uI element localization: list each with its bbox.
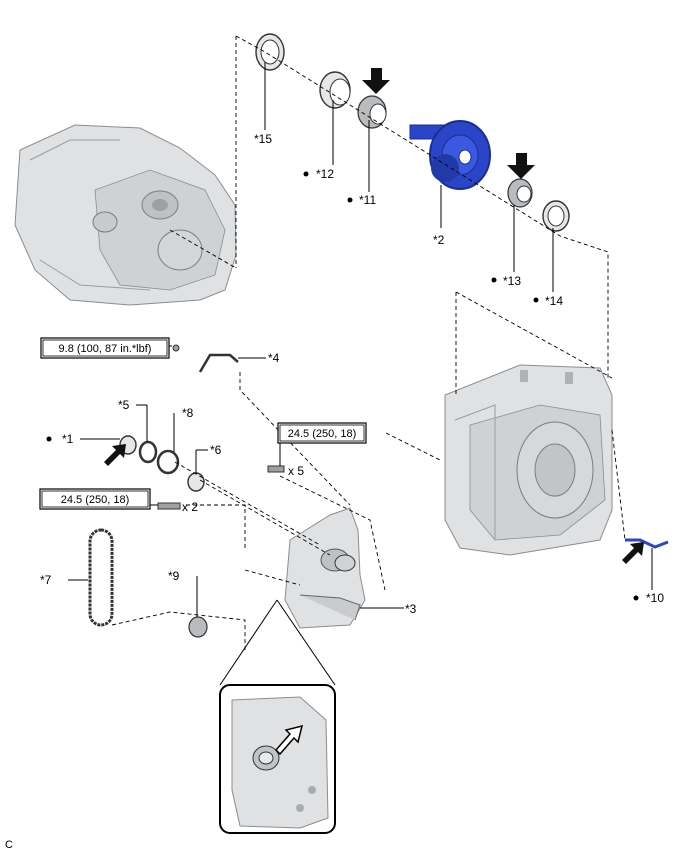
pipe-4 xyxy=(198,353,239,373)
callout-3: *3 xyxy=(405,602,417,616)
down-arrow-icon xyxy=(362,68,390,94)
spacer-6 xyxy=(187,472,205,492)
assembly-dash-lines xyxy=(111,35,626,650)
chain-7 xyxy=(88,528,114,627)
bearing-11 xyxy=(357,95,387,129)
callout-7: *7 xyxy=(40,573,52,587)
sprocket-9 xyxy=(188,616,208,638)
bearing-race-14 xyxy=(542,200,570,232)
bolt-small-4 xyxy=(172,344,180,352)
callout-5: *5 xyxy=(118,398,130,412)
callout-4: *4 xyxy=(268,351,280,365)
callout-6: *6 xyxy=(210,443,222,457)
callout-bullets xyxy=(46,171,639,601)
quantity-label: x 2 xyxy=(182,500,198,514)
bolt-lower xyxy=(157,502,181,510)
leader-lines xyxy=(68,62,653,617)
callout-13: *13 xyxy=(503,274,521,288)
callout-1: *1 xyxy=(62,432,74,446)
oil-pump-assembly-illustration xyxy=(284,507,366,629)
torque-spec-box: 9.8 (100, 87 in.*lbf) xyxy=(40,337,170,359)
quantity-label: x 5 xyxy=(288,464,304,478)
callout-12: *12 xyxy=(316,167,334,181)
transaxle-case-illustration xyxy=(444,364,613,556)
arrow-icon xyxy=(622,542,644,564)
torque-spec-text: 24.5 (250, 18) xyxy=(61,494,130,506)
bearing-race-12 xyxy=(319,71,351,109)
seal-15 xyxy=(255,33,285,71)
callout-8: *8 xyxy=(182,406,194,420)
arrow-icon xyxy=(104,444,126,466)
pipe-10 xyxy=(625,538,669,549)
torque-spec-text: 24.5 (250, 18) xyxy=(288,428,357,440)
bolt-upper xyxy=(267,465,285,473)
detail-inset xyxy=(219,599,336,834)
down-arrow-icon xyxy=(507,153,535,179)
snap-ring-5 xyxy=(138,440,158,464)
torque-spec-box: 24.5 (250, 18) xyxy=(39,488,151,510)
torque-spec-box: 24.5 (250, 18) xyxy=(277,422,367,444)
bearing-13 xyxy=(507,178,533,208)
figure-code: C xyxy=(5,839,13,851)
callout-14: *14 xyxy=(545,294,563,308)
callout-15: *15 xyxy=(254,132,272,146)
callout-9: *9 xyxy=(168,569,180,583)
callout-2: *2 xyxy=(433,233,445,247)
callout-11: *11 xyxy=(359,193,376,207)
transaxle-housing-illustration xyxy=(14,124,237,306)
differential-gear-2 xyxy=(409,120,491,190)
callout-10: *10 xyxy=(646,591,664,605)
torque-spec-text: 9.8 (100, 87 in.*lbf) xyxy=(59,343,152,355)
snap-ring-8 xyxy=(156,449,180,475)
